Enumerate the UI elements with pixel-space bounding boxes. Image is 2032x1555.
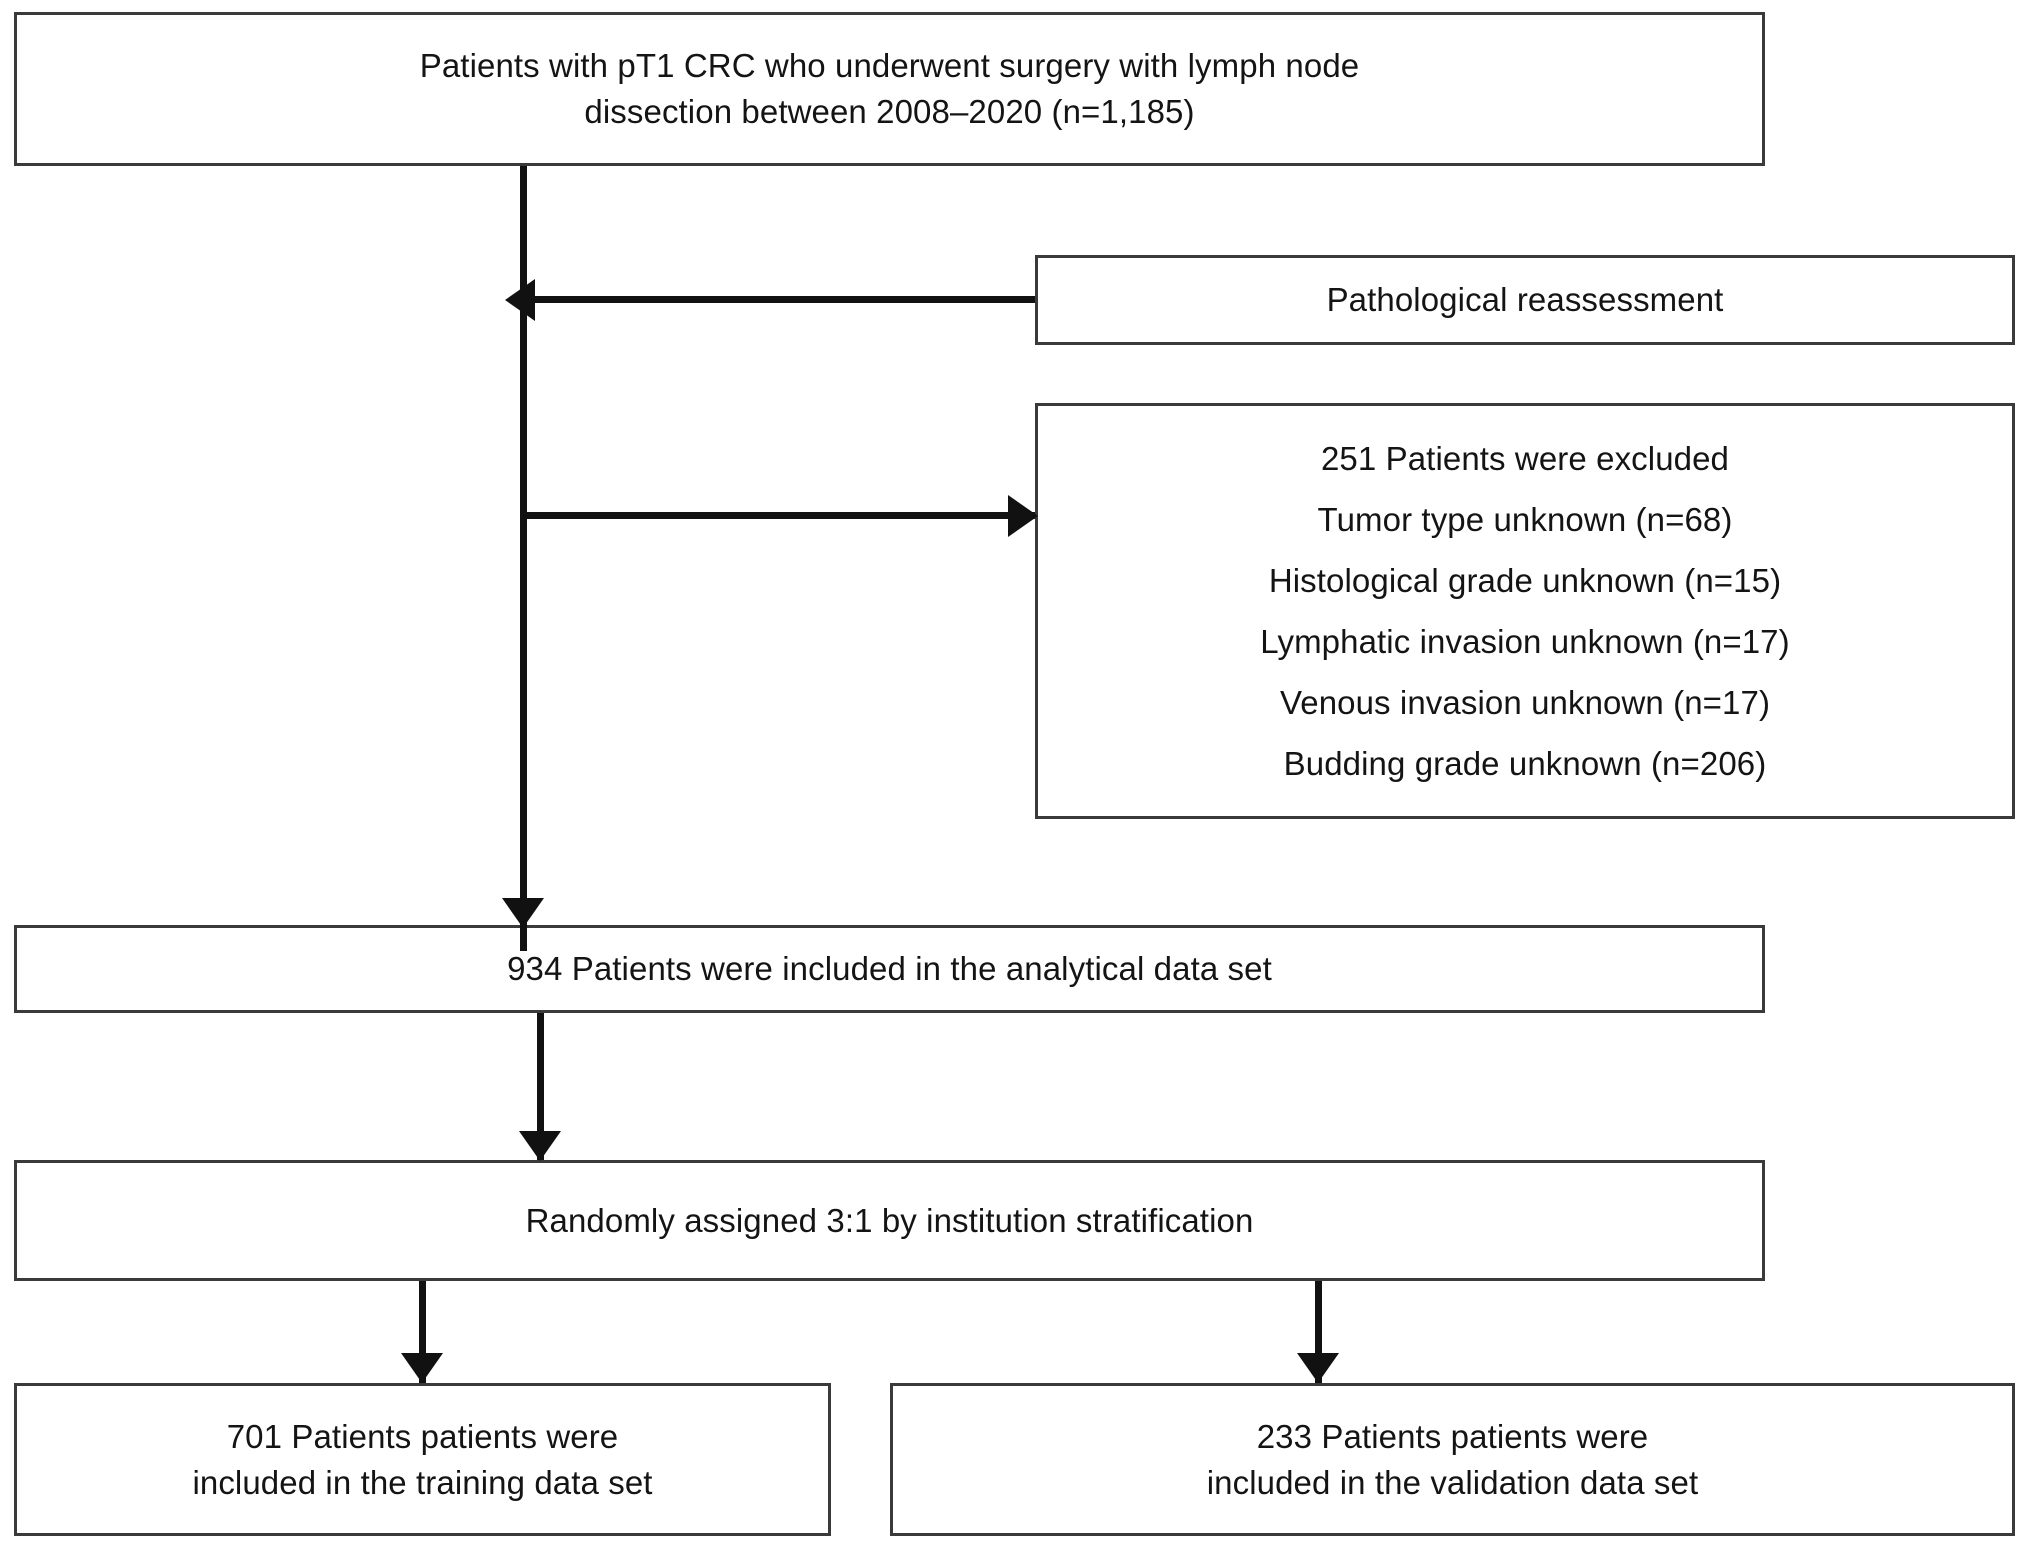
arrowhead-down-icon-validation xyxy=(1297,1353,1339,1383)
cohort-line-2: dissection between 2008–2020 (n=1,185) xyxy=(584,93,1195,130)
connector-reassessment-to-trunk xyxy=(527,296,1035,303)
connector-cohort-to-analytical xyxy=(520,166,527,951)
node-randomization-box: Randomly assigned 3:1 by institution str… xyxy=(14,1160,1765,1281)
reassessment-line-1: Pathological reassessment xyxy=(1326,281,1724,319)
excluded-line-3: Histological grade unknown (n=15) xyxy=(1268,562,1782,599)
arrowhead-down-icon-randomization xyxy=(519,1131,561,1161)
node-training-dataset-box: 701 Patients patients were included in t… xyxy=(14,1383,831,1536)
validation-line-1: 233 Patients patients were xyxy=(1256,1417,1649,1455)
randomization-line-1: Randomly assigned 3:1 by institution str… xyxy=(525,1201,1254,1239)
validation-line-2: included in the validation data set xyxy=(1206,1463,1699,1501)
cohort-line-1: Patients with pT1 CRC who underwent surg… xyxy=(419,47,1360,85)
training-line-1: 701 Patients patients were xyxy=(226,1417,619,1455)
node-analytical-dataset-box: 934 Patients were included in the analyt… xyxy=(14,925,1765,1013)
node-validation-dataset-box: 233 Patients patients were included in t… xyxy=(890,1383,2015,1536)
arrowhead-left-icon-reassessment xyxy=(505,279,535,321)
excluded-line-5: Venous invasion unknown (n=17) xyxy=(1279,684,1771,721)
connector-analytical-to-randomization xyxy=(537,1013,544,1160)
node-pathological-reassessment-box: Pathological reassessment xyxy=(1035,255,2015,345)
analytical-line-1: 934 Patients were included in the analyt… xyxy=(507,950,1272,988)
connector-trunk-to-excluded xyxy=(524,512,1035,519)
node-excluded-box: 251 Patients were excluded Tumor type un… xyxy=(1035,403,2015,819)
excluded-line-6: Budding grade unknown (n=206) xyxy=(1283,745,1767,782)
excluded-line-2: Tumor type unknown (n=68) xyxy=(1317,501,1733,538)
arrowhead-right-icon-excluded xyxy=(1008,495,1038,537)
node-cohort-box: Patients with pT1 CRC who underwent surg… xyxy=(14,12,1765,166)
connector-randomization-to-validation xyxy=(1315,1281,1322,1383)
excluded-line-4: Lymphatic invasion unknown (n=17) xyxy=(1260,623,1790,660)
arrowhead-down-icon-training xyxy=(401,1353,443,1383)
excluded-line-1: 251 Patients were excluded xyxy=(1320,440,1730,477)
arrowhead-down-icon-analytical xyxy=(502,898,544,928)
training-line-2: included in the training data set xyxy=(192,1463,653,1501)
connector-randomization-to-training xyxy=(419,1281,426,1383)
